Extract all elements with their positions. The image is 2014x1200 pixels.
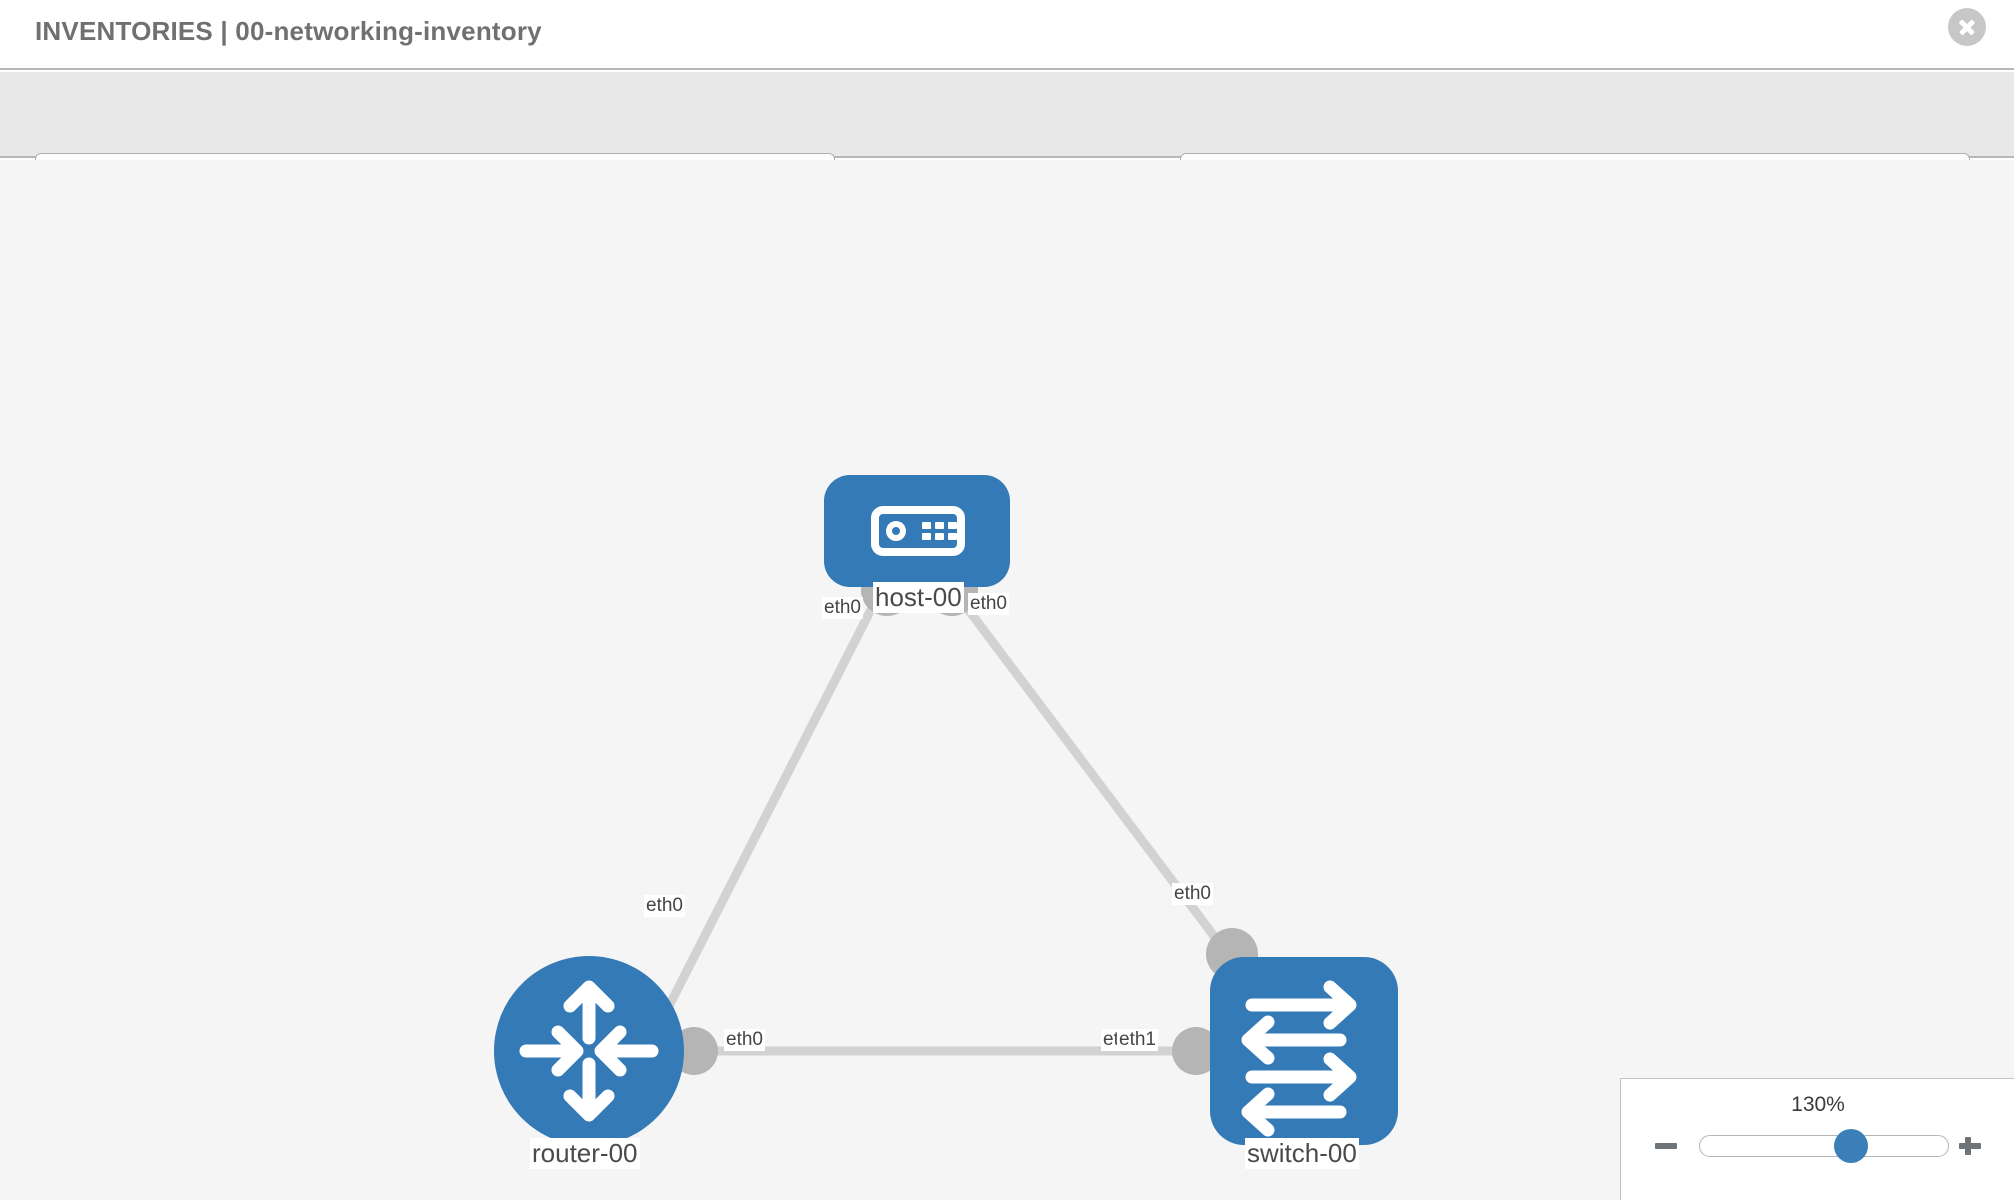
node-label-router-00: router-00: [530, 1138, 640, 1169]
toolbar: ACTIONS SEARCH: [0, 72, 2014, 205]
node-label-host-00: host-00: [873, 582, 964, 613]
zoom-out-button[interactable]: [1653, 1133, 1679, 1159]
edge-label-host-eth0-right: eth0: [968, 593, 1009, 615]
zoom-slider-track[interactable]: [1699, 1129, 1949, 1163]
edge-label-router-eth0-up: eth0: [644, 895, 685, 917]
node-router-00: [494, 956, 684, 1146]
link-host-router: [663, 585, 887, 1011]
topology-ports: [670, 564, 1258, 1075]
edge-label-router-eth0-side: eth0: [724, 1029, 765, 1051]
server-icon: [871, 506, 965, 556]
edge-label-host-eth0-left: eth0: [822, 597, 863, 619]
zoom-slider-handle[interactable]: [1834, 1129, 1868, 1163]
topology-graph: [494, 475, 1398, 1146]
edge-label-switch-eth1: eth1: [1117, 1029, 1158, 1051]
zoom-level-value: 130%: [1791, 1093, 1845, 1116]
topology-canvas[interactable]: host-00 router-00 switch-00 eth0 eth0 et…: [0, 160, 2014, 1200]
node-label-switch-00: switch-00: [1245, 1138, 1359, 1169]
router-arrows-icon: [519, 980, 659, 1122]
page-header: INVENTORIES | 00-networking-inventory: [0, 0, 2014, 70]
node-switch-00: [1210, 957, 1398, 1145]
zoom-in-button[interactable]: [1957, 1133, 1983, 1159]
page-title: INVENTORIES | 00-networking-inventory: [35, 16, 542, 46]
close-icon[interactable]: [1948, 8, 1986, 46]
topology-links: [663, 585, 1236, 1056]
port-switch-left: [1172, 1027, 1220, 1075]
node-host-00: [824, 475, 1010, 587]
switch-arrows-icon: [1241, 980, 1357, 1137]
zoom-control-panel: 130%: [1620, 1078, 2014, 1200]
edge-label-switch-eth0-up: eth0: [1172, 883, 1213, 905]
